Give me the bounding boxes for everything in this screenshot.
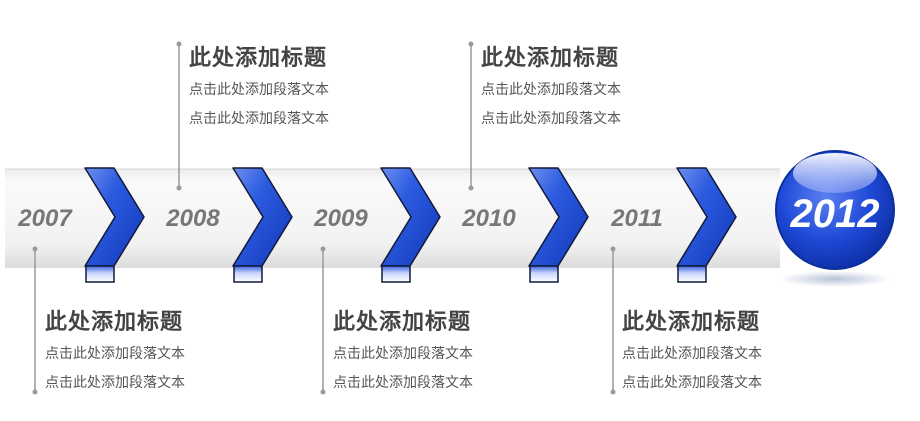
milestone-paragraph-line: 点击此处添加段落文本 — [45, 345, 185, 361]
connector-dot — [32, 246, 38, 252]
chevron-tab — [381, 265, 411, 283]
milestone-paragraph-line: 点击此处添加段落文本 — [45, 374, 185, 390]
connector-dot — [610, 246, 616, 252]
milestone-text-block-2011: 此处添加标题点击此处添加段落文本点击此处添加段落文本 — [622, 309, 762, 397]
year-label-2011: 2011 — [610, 205, 663, 232]
chevron-tab — [677, 265, 707, 283]
final-year-label: 2012 — [790, 192, 880, 236]
milestone-title: 此处添加标题 — [481, 45, 620, 70]
chevron-tab — [85, 265, 115, 283]
connector-dot — [176, 41, 182, 47]
milestone-paragraph-line: 点击此处添加段落文本 — [481, 81, 621, 97]
year-label-2008: 2008 — [165, 205, 220, 232]
connector-dot — [468, 41, 474, 47]
connector-dot — [320, 246, 326, 252]
milestone-title: 此处添加标题 — [333, 309, 472, 334]
chevron-tab — [529, 265, 559, 283]
connector-dot — [468, 185, 474, 191]
milestone-paragraph-line: 点击此处添加段落文本 — [333, 374, 473, 390]
connector-dot — [176, 185, 182, 191]
milestone-paragraph-line: 点击此处添加段落文本 — [481, 110, 621, 126]
milestone-title: 此处添加标题 — [189, 45, 328, 70]
year-label-2010: 2010 — [461, 205, 516, 232]
final-year-ball-shadow — [779, 271, 891, 287]
milestone-paragraph-line: 点击此处添加段落文本 — [189, 81, 329, 97]
milestone-text-block-2010: 此处添加标题点击此处添加段落文本点击此处添加段落文本 — [481, 45, 621, 133]
milestone-text-block-2007: 此处添加标题点击此处添加段落文本点击此处添加段落文本 — [45, 309, 185, 397]
milestone-title: 此处添加标题 — [622, 309, 761, 334]
milestone-paragraph-line: 点击此处添加段落文本 — [622, 345, 762, 361]
chevron-tab — [233, 265, 263, 283]
milestone-title: 此处添加标题 — [45, 309, 184, 334]
milestone-text-block-2008: 此处添加标题点击此处添加段落文本点击此处添加段落文本 — [189, 45, 329, 133]
connector-dot — [32, 389, 38, 395]
connector-dot — [320, 389, 326, 395]
final-year-ball-highlight — [793, 153, 877, 193]
milestone-paragraph-line: 点击此处添加段落文本 — [622, 374, 762, 390]
year-label-2007: 2007 — [17, 205, 73, 232]
milestone-paragraph-line: 点击此处添加段落文本 — [333, 345, 473, 361]
connector-dot — [610, 389, 616, 395]
milestone-paragraph-line: 点击此处添加段落文本 — [189, 110, 329, 126]
year-label-2009: 2009 — [313, 205, 368, 232]
milestone-text-block-2009: 此处添加标题点击此处添加段落文本点击此处添加段落文本 — [333, 309, 473, 397]
